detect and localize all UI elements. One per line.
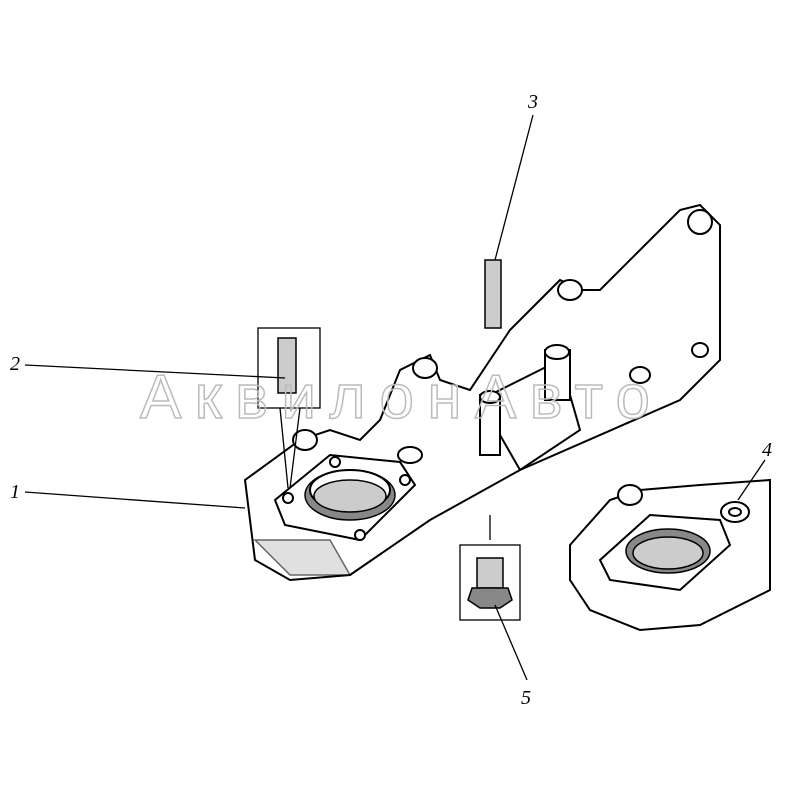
manifold-detail	[569, 478, 771, 632]
leader-line-5	[494, 604, 528, 681]
leader-line-2	[24, 364, 286, 379]
watermark: АквилонАвто	[140, 363, 650, 432]
manifold-main	[243, 203, 721, 582]
leader-line-4	[737, 459, 766, 501]
leader-line-3	[494, 114, 534, 261]
callout-4: 4	[762, 439, 772, 461]
plug-part-5	[459, 515, 521, 621]
stud-part-3	[484, 259, 502, 329]
callout-5: 5	[521, 687, 531, 709]
callout-2: 2	[10, 353, 20, 375]
callout-3: 3	[527, 91, 538, 113]
callout-1: 1	[10, 481, 20, 503]
leader-line-1	[24, 491, 246, 509]
stud-part-2	[257, 327, 321, 489]
